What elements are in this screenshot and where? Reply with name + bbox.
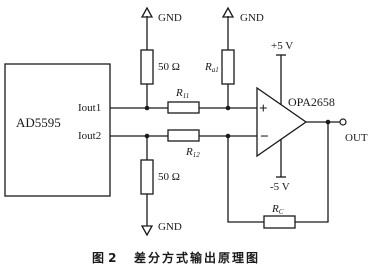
opamp-plus-sign: + — [259, 101, 268, 117]
junction-feedback — [225, 133, 231, 139]
gnd-top-right-label: GND — [240, 12, 264, 24]
iout1-label: Iout1 — [78, 102, 101, 114]
figure-title: 差分方式输出原理图 — [133, 250, 260, 265]
iout2-label: Iout2 — [78, 130, 101, 142]
ra1-label: Ra1 — [204, 61, 219, 74]
opamp-minus-sign: − — [260, 129, 269, 145]
rc-resistor — [263, 215, 296, 229]
dac-block — [4, 63, 111, 197]
res-bottom-value: 50 Ω — [158, 171, 180, 183]
figure-number: 图 2 — [92, 251, 117, 265]
gnd-bottom-label: GND — [158, 221, 182, 233]
res-top-left — [140, 49, 154, 85]
rc-label: RC — [271, 203, 284, 216]
arrow-gnd-top-right — [221, 6, 235, 18]
arrow-gnd-bottom — [140, 225, 154, 237]
r12-resistor — [167, 129, 200, 142]
ra1-resistor — [221, 49, 235, 85]
arrow-gnd-top-left — [140, 6, 154, 18]
junction-bottom — [144, 133, 150, 139]
output-terminal — [339, 118, 347, 126]
r12-label: R12 — [185, 146, 200, 159]
vplus-label: +5 V — [271, 40, 293, 52]
r11-label: R11 — [175, 87, 189, 100]
out-label: OUT — [345, 132, 368, 144]
junction-ra1 — [225, 105, 231, 111]
res-top-value: 50 Ω — [158, 61, 180, 73]
r11-resistor — [167, 101, 200, 114]
dac-label: AD5595 — [16, 115, 61, 130]
res-bottom — [140, 159, 154, 195]
vminus-label: -5 V — [270, 181, 290, 193]
opamp-label: OPA2658 — [288, 95, 335, 109]
junction-top-left — [144, 105, 150, 111]
gnd-top-left-label: GND — [158, 12, 182, 24]
feedback-wire — [227, 122, 329, 223]
